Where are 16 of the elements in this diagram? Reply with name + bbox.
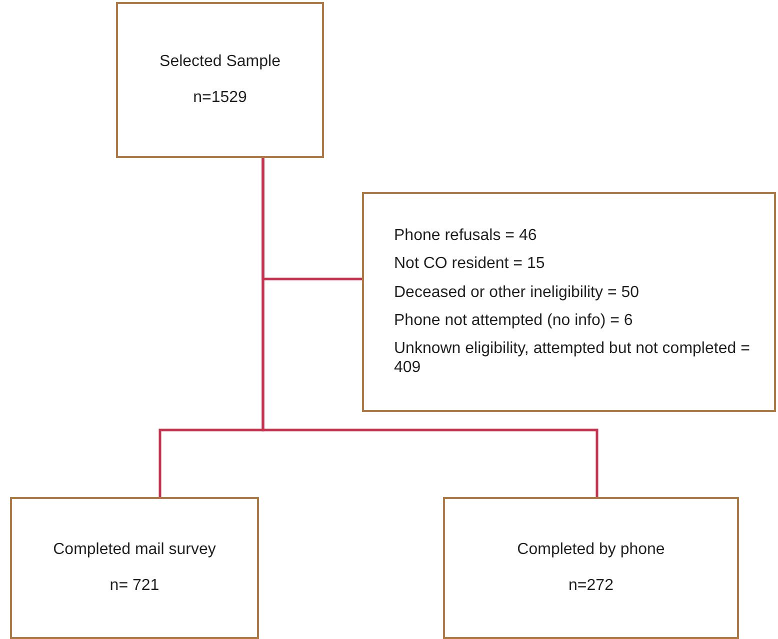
- box-text: Phone not attempted (no info) = 6: [394, 312, 633, 330]
- box-text: n= 721: [110, 577, 160, 596]
- process-box: [443, 497, 739, 639]
- box-text: Completed mail survey: [53, 540, 216, 559]
- box-text: Deceased or other ineligibility = 50: [394, 284, 640, 302]
- box-text: Selected Sample: [160, 52, 280, 71]
- process-box: [10, 497, 259, 639]
- box-text: n=1529: [193, 89, 247, 108]
- box-text: Not CO resident = 15: [394, 255, 545, 274]
- connector-line: [262, 158, 598, 497]
- process-box: [116, 2, 324, 158]
- box-text: n=272: [568, 577, 614, 596]
- box-text: Phone refusals = 46: [394, 226, 537, 246]
- box-text: Unknown eligibility, attempted but not completed = 409: [394, 340, 751, 378]
- process-box: [362, 192, 776, 412]
- box-text: Completed by phone: [517, 540, 665, 559]
